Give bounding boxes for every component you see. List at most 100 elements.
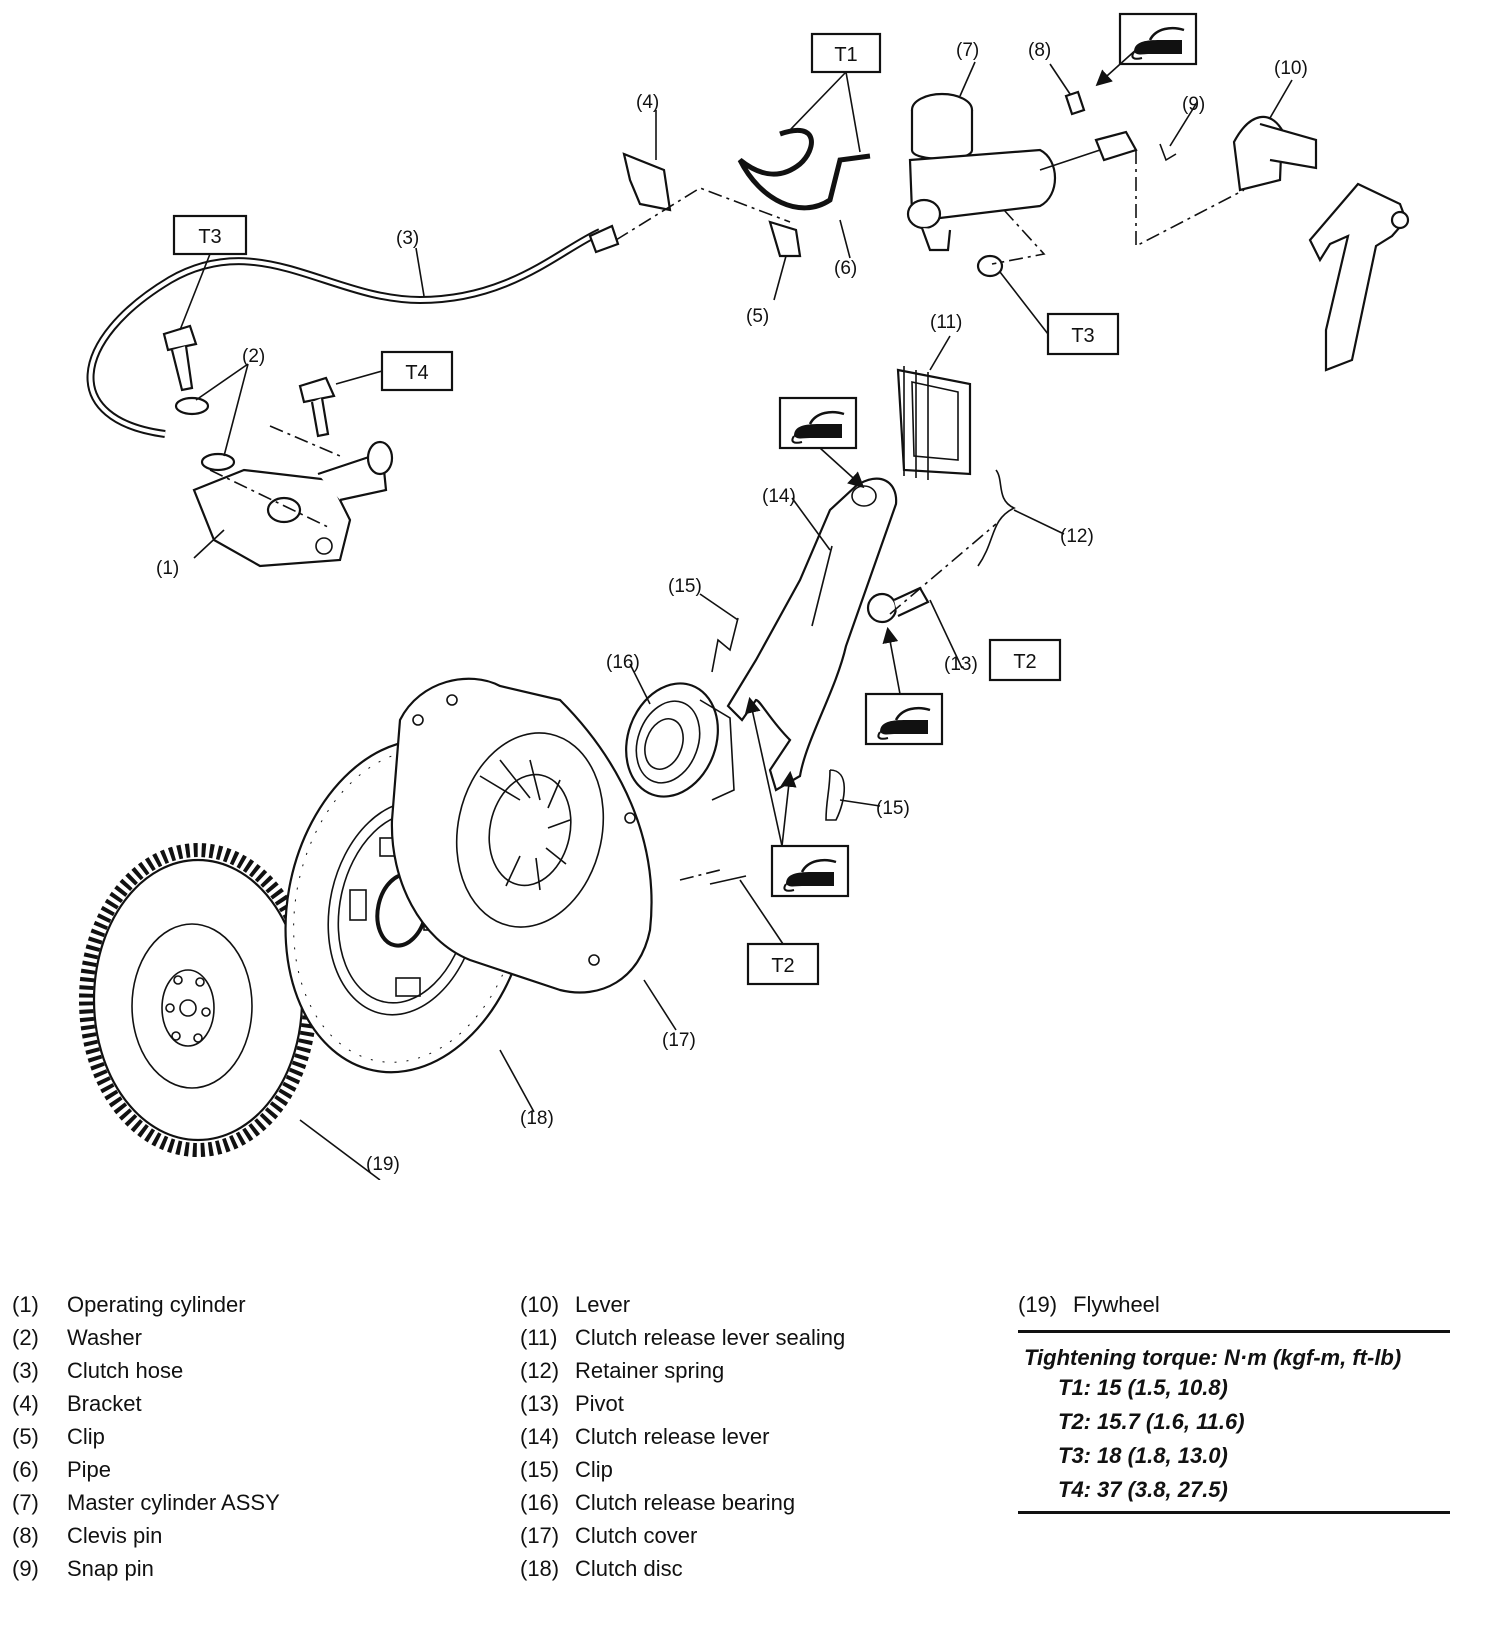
legend-number: (5) <box>12 1424 39 1449</box>
legend-number: (8) <box>12 1523 39 1548</box>
torque-tag-t3-nut: T3 <box>1046 312 1120 356</box>
torque-row: T4:37 (3.8, 27.5) <box>1058 1477 1450 1503</box>
torque-row: T2:15.7 (1.6, 11.6) <box>1058 1409 1450 1435</box>
legend-number: (15) <box>520 1457 560 1482</box>
clevis-pin-drawing <box>1064 90 1086 116</box>
legend-number: (6) <box>12 1457 39 1482</box>
legend-part-name: Snap pin <box>67 1556 154 1581</box>
bracket-drawing <box>622 152 672 212</box>
bolt-t3-left-drawing <box>162 324 198 392</box>
torque-top-rule <box>1018 1330 1450 1333</box>
legend-item: (14)Clutch release lever <box>520 1420 845 1453</box>
callout-11: (11) <box>930 312 962 333</box>
torque-tag-t3-hose: T3 <box>172 214 248 256</box>
callout-13: (13) <box>944 654 978 675</box>
legend-part-name: Clutch release bearing <box>575 1490 796 1515</box>
legend-item: (4)Bracket <box>12 1387 280 1420</box>
callout-4: (4) <box>636 92 659 113</box>
torque-tag: T2: <box>1058 1409 1091 1434</box>
legend-part-name: Clip <box>575 1457 613 1482</box>
callout-8: (8) <box>1028 40 1051 61</box>
legend-number: (19) <box>1018 1292 1058 1317</box>
torque-value: 15 (1.5, 10.8) <box>1097 1375 1228 1400</box>
flywheel-drawing <box>79 843 317 1157</box>
legend-part-name: Clutch hose <box>67 1358 184 1383</box>
washer-lower-drawing <box>200 452 236 472</box>
legend-part-name: Flywheel <box>1073 1292 1160 1317</box>
callout-15-lower: (15) <box>876 798 910 819</box>
lever-drawing <box>1232 115 1318 192</box>
legend-item: (17)Clutch cover <box>520 1519 845 1552</box>
legend-part-name: Pipe <box>67 1457 112 1482</box>
legend-number: (10) <box>520 1292 560 1317</box>
legend-part-name: Clutch disc <box>575 1556 683 1581</box>
legend-item: (11)Clutch release lever sealing <box>520 1321 845 1354</box>
legend-number: (3) <box>12 1358 39 1383</box>
svg-text:T4: T4 <box>405 362 428 384</box>
callout-17: (17) <box>662 1030 696 1051</box>
torque-row: T1:15 (1.5, 10.8) <box>1058 1375 1450 1401</box>
callout-15-upper: (15) <box>668 576 702 597</box>
legend-item: (13) Pivot <box>520 1387 845 1420</box>
legend-item: (9)Snap pin <box>12 1552 280 1585</box>
snap-pin-drawing <box>1159 143 1177 162</box>
svg-text:T2: T2 <box>1013 651 1036 673</box>
torque-tag: T4: <box>1058 1477 1091 1502</box>
torque-title: Tightening torque: N·m (kgf-m, ft-lb) <box>1024 1345 1402 1370</box>
pivot-drawing <box>866 586 930 624</box>
release-bearing-drawing <box>625 682 735 801</box>
legend-part-name: Clevis pin <box>67 1523 163 1548</box>
legend-item: (6) Pipe <box>12 1453 280 1486</box>
legend-number: (18) <box>520 1556 560 1581</box>
legend-number: (4) <box>12 1391 39 1416</box>
legend-item: (1)Operating cylinder <box>12 1288 280 1321</box>
legend-item: (2) Washer <box>12 1321 280 1354</box>
svg-text:T3: T3 <box>1071 325 1094 347</box>
clip-lower-drawing <box>825 769 845 821</box>
svg-text:T1: T1 <box>834 44 857 66</box>
legend-part-name: Lever <box>575 1292 631 1317</box>
washer-upper-drawing <box>174 396 210 416</box>
callout-18: (18) <box>520 1108 554 1129</box>
torque-value: 15.7 (1.6, 11.6) <box>1097 1409 1245 1434</box>
legend-column-3: (19) Flywheel <box>1018 1288 1160 1321</box>
legend-part-name: Clip <box>67 1424 105 1449</box>
legend-number: (14) <box>520 1424 560 1449</box>
legend-part-name: Pivot <box>575 1391 624 1416</box>
master-cylinder-drawing <box>906 92 1138 252</box>
legend-item: (18) Clutch disc <box>520 1552 845 1585</box>
callout-16: (16) <box>606 652 640 673</box>
grease-icon <box>864 692 944 746</box>
legend-number: (16) <box>520 1490 560 1515</box>
grease-icon <box>770 844 850 898</box>
clutch-cover-drawing <box>390 677 653 994</box>
operating-cylinder-drawing <box>192 440 394 568</box>
legend-number: (2) <box>12 1325 39 1350</box>
retainer-spring-drawing <box>977 469 1016 567</box>
torque-tag-t4: T4 <box>380 350 454 392</box>
hose-clip-drawing <box>768 220 802 258</box>
legend-column-2: (10) Lever (11)Clutch release lever sealin… <box>520 1288 845 1585</box>
legend-part-name: Master cylinder ASSY <box>67 1490 280 1515</box>
legend-part-name: Washer <box>67 1325 142 1350</box>
callout-12: (12) <box>1060 526 1094 547</box>
torque-value: 18 (1.8, 13.0) <box>1097 1443 1228 1468</box>
callout-1: (1) <box>156 558 179 579</box>
exploded-view-diagram: T1 T3 T4 T3 T2 T2 <box>79 12 1410 1180</box>
torque-row: T3:18 (1.8, 13.0) <box>1058 1443 1450 1469</box>
legend-part-name: Clutch cover <box>575 1523 698 1548</box>
bolt-t4-drawing <box>298 376 336 438</box>
legend-item: (12)Retainer spring <box>520 1354 845 1387</box>
torque-value: 37 (3.8, 27.5) <box>1097 1477 1228 1502</box>
legend-number: (13) <box>520 1391 560 1416</box>
legend-part-name: Operating cylinder <box>67 1292 246 1317</box>
legend-item: (19) Flywheel <box>1018 1288 1160 1321</box>
legend-item: (7) Master cylinder ASSY <box>12 1486 280 1519</box>
legend-number: (12) <box>520 1358 560 1383</box>
pipe-drawing <box>737 127 871 211</box>
callout-5: (5) <box>746 306 769 327</box>
torque-rows: T1:15 (1.5, 10.8) T2:15.7 (1.6, 11.6) T3:1… <box>1018 1375 1450 1503</box>
legend-item: (3) Clutch hose <box>12 1354 280 1387</box>
legend-number: (7) <box>12 1490 39 1515</box>
legend-item: (5) Clip <box>12 1420 280 1453</box>
